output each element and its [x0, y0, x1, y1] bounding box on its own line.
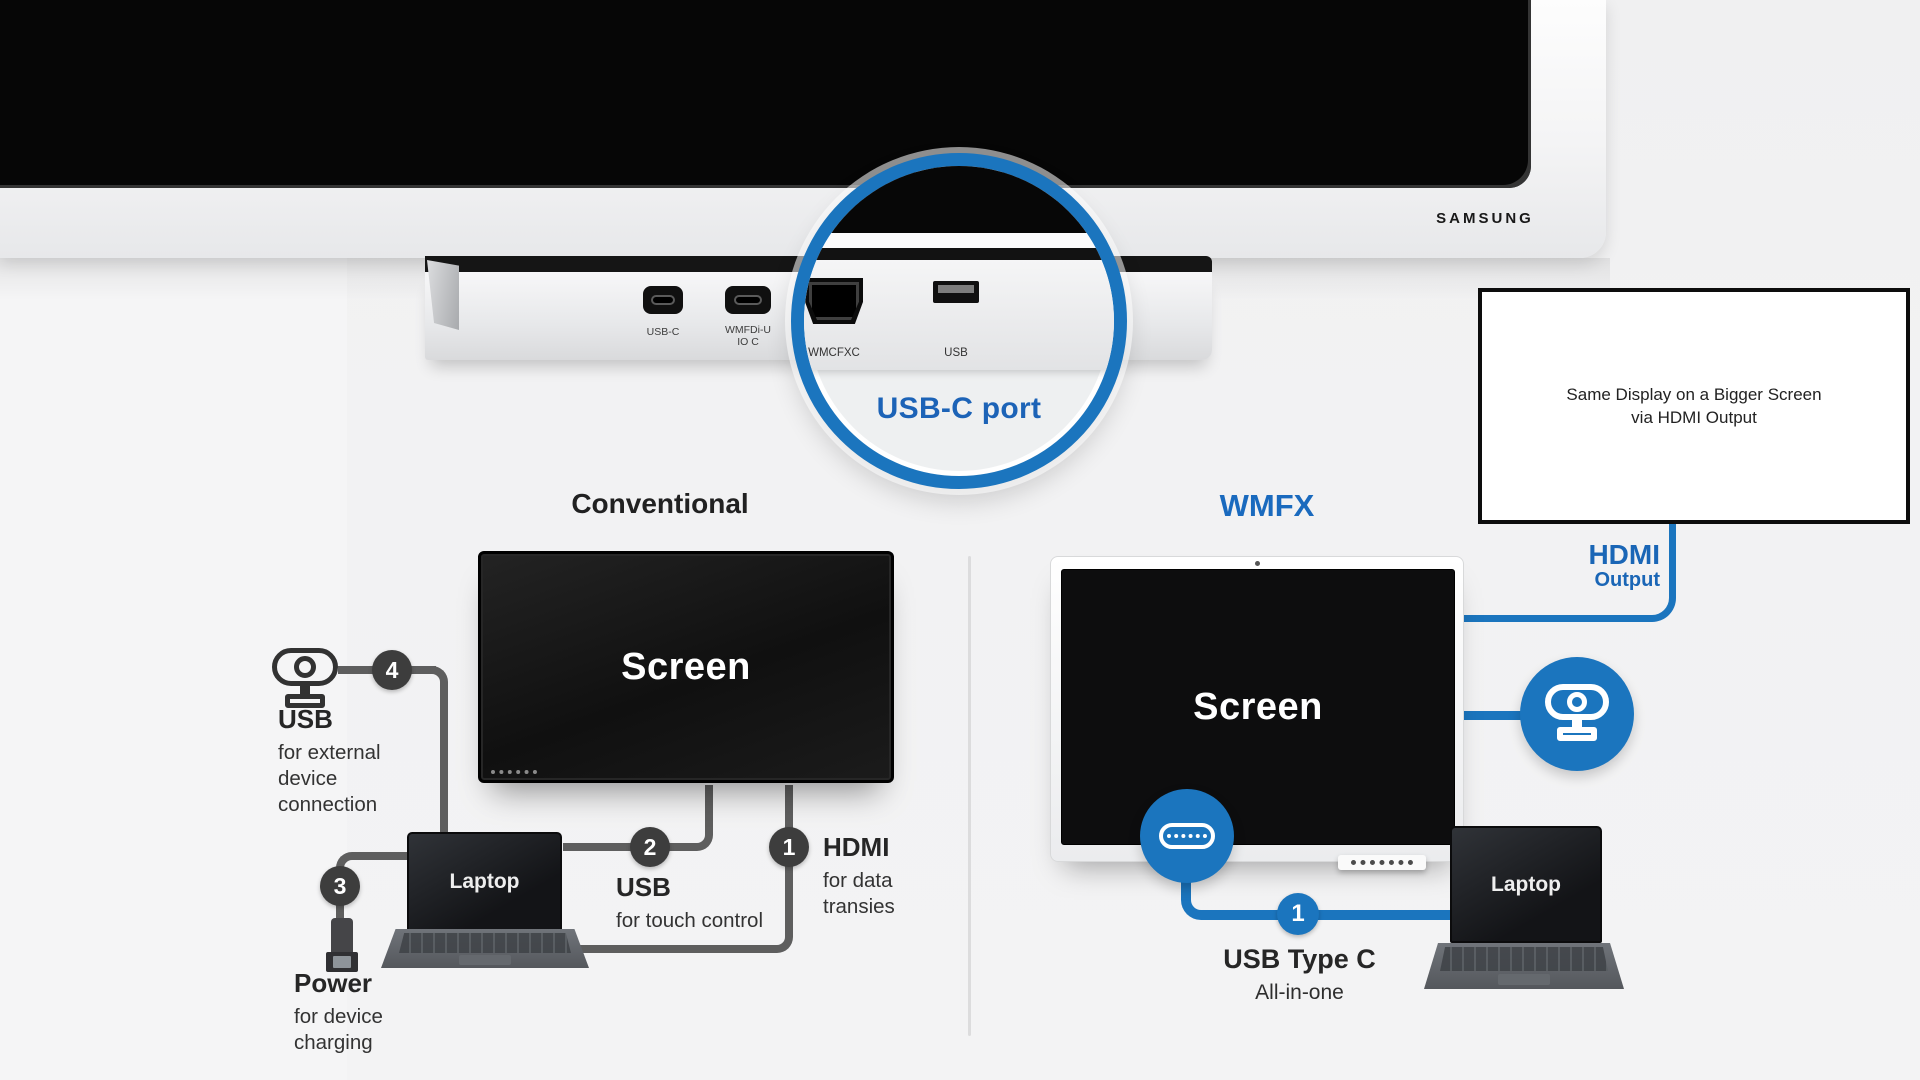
usb-plug-icon [326, 918, 358, 974]
wmfx-title: WMFX [1219, 488, 1315, 523]
hdmi-output-connector-line [1464, 523, 1676, 622]
laptop-trackpad [459, 955, 511, 965]
usb-c-circle-icon [1140, 789, 1234, 883]
wmfx-laptop-label: Laptop [1491, 872, 1561, 896]
callout-hdmi-data-head: HDMI [823, 832, 890, 862]
usb-c-port-pin [650, 295, 676, 305]
tv-screen [0, 0, 1531, 188]
wmfx-laptop: Laptop [1424, 824, 1624, 990]
screen-port-ticks [491, 770, 537, 774]
badge-1: 1 [769, 827, 809, 867]
wmfx-screen-label: Screen [1193, 685, 1323, 728]
callout-usb-type-c: USB Type C All-in-one [1197, 944, 1402, 1006]
webcam-connector-line [1458, 711, 1522, 720]
magnifier-label: USB-C port [876, 392, 1042, 425]
callout-usb-type-c-head: USB Type C [1223, 944, 1376, 974]
callout-power-line1: for device [294, 1005, 383, 1028]
io-port-icon [725, 286, 771, 314]
badge-3: 3 [320, 866, 360, 906]
wmfx-webcam-base [1557, 727, 1597, 741]
wmfx-laptop-keyboard [1440, 947, 1608, 971]
magnified-gap-line [804, 248, 1114, 260]
info-line-1: Same Display on a Bigger Screen [1566, 385, 1822, 404]
pen-tray-dots [1351, 860, 1413, 865]
wmfx-laptop-trackpad [1498, 974, 1550, 985]
io-port-label: WMFDi-U IO C [715, 324, 781, 348]
webcam-base [285, 694, 325, 708]
webcam-circle-icon [1520, 657, 1634, 771]
hdmi-port-icon [805, 278, 863, 324]
hdmi-output-label: HDMI Output [1500, 540, 1660, 592]
conventional-screen-label: Screen [621, 645, 751, 688]
laptop-keyboard [399, 933, 571, 953]
callout-hdmi-data-line1: for data [823, 869, 893, 892]
callout-usb-touch: USB for touch control [616, 872, 816, 934]
screen-camera-dot [1255, 561, 1260, 566]
wmfx-webcam-neck [1572, 720, 1582, 727]
callout-hdmi-data: HDMI for data transies [823, 832, 953, 920]
magnifier-circle: WMCFXC USB USB-C port [791, 153, 1127, 489]
wmfx-laptop-screen: Laptop [1450, 826, 1602, 943]
usb-c-connector-icon [1159, 823, 1215, 849]
conventional-screen: Screen [478, 551, 894, 783]
badge-4: 4 [372, 650, 412, 690]
plug-body [331, 918, 353, 954]
io-port-label-line2: IO C [737, 336, 759, 348]
webcam-cable [338, 666, 380, 674]
webcam-lens [294, 656, 316, 678]
webcam-neck [300, 686, 310, 695]
usb-a-port-label: USB [944, 347, 968, 359]
callout-usb-external-line2: device [278, 767, 338, 790]
badge-2: 2 [630, 827, 670, 867]
badge-1-blue: 1 [1277, 893, 1319, 935]
laptop-screen: Laptop [407, 832, 562, 931]
hdmi-info-box: Same Display on a Bigger Screen via HDMI… [1478, 288, 1910, 524]
io-port-pin [733, 295, 763, 305]
callout-power-head: Power [294, 968, 373, 998]
callout-usb-external-head: USB [278, 704, 333, 734]
pen-tray [1338, 855, 1426, 870]
usb-external-cable-corner [428, 666, 448, 838]
hdmi-output-subtitle: Output [1594, 569, 1660, 591]
usb-c-port-icon [643, 286, 683, 314]
info-line-2: via HDMI Output [1631, 408, 1757, 427]
wmfx-webcam-lens [1567, 692, 1587, 712]
conventional-title: Conventional [571, 488, 749, 519]
callout-hdmi-data-line2: transies [823, 895, 895, 918]
section-divider [968, 556, 971, 1036]
wmfx-screen: Screen [1050, 556, 1464, 862]
hdmi-port-label: WMCFXC [808, 347, 860, 359]
magnified-bezel-band [804, 233, 1114, 248]
callout-usb-external-line3: connection [278, 793, 378, 816]
usb-c-port-label: USB-C [646, 326, 680, 338]
samsung-logo: SAMSUNG [1436, 210, 1534, 227]
magnified-screen-edge [804, 166, 1114, 233]
hdmi-output-title: HDMI [1588, 539, 1660, 570]
callout-power: Power for device charging [294, 968, 444, 1056]
callout-usb-external-line1: for external [278, 741, 381, 764]
wmfx-webcam-body [1545, 684, 1609, 720]
plug-metal [333, 956, 351, 968]
callout-usb-touch-head: USB [616, 872, 671, 902]
usb-a-port-icon [933, 281, 979, 303]
webcam-icon [272, 648, 344, 710]
callout-usb-external: USB for external device connection [278, 704, 448, 818]
hdmi-port-inner [809, 282, 859, 320]
callout-power-line2: charging [294, 1031, 373, 1054]
callout-usb-touch-line1: for touch control [616, 909, 763, 932]
usb-c-connector-pins [1167, 834, 1207, 838]
usb-external-cable [406, 666, 436, 674]
hdmi-data-cable [570, 785, 793, 953]
callout-usb-type-c-sub: All-in-one [1255, 981, 1344, 1004]
wmfx-display: Screen [1061, 569, 1455, 845]
usb-a-port-bar [938, 285, 974, 293]
conventional-laptop: Laptop [381, 830, 589, 968]
io-port-label-line1: WMFDi-U [724, 324, 772, 336]
laptop-label: Laptop [449, 869, 520, 893]
